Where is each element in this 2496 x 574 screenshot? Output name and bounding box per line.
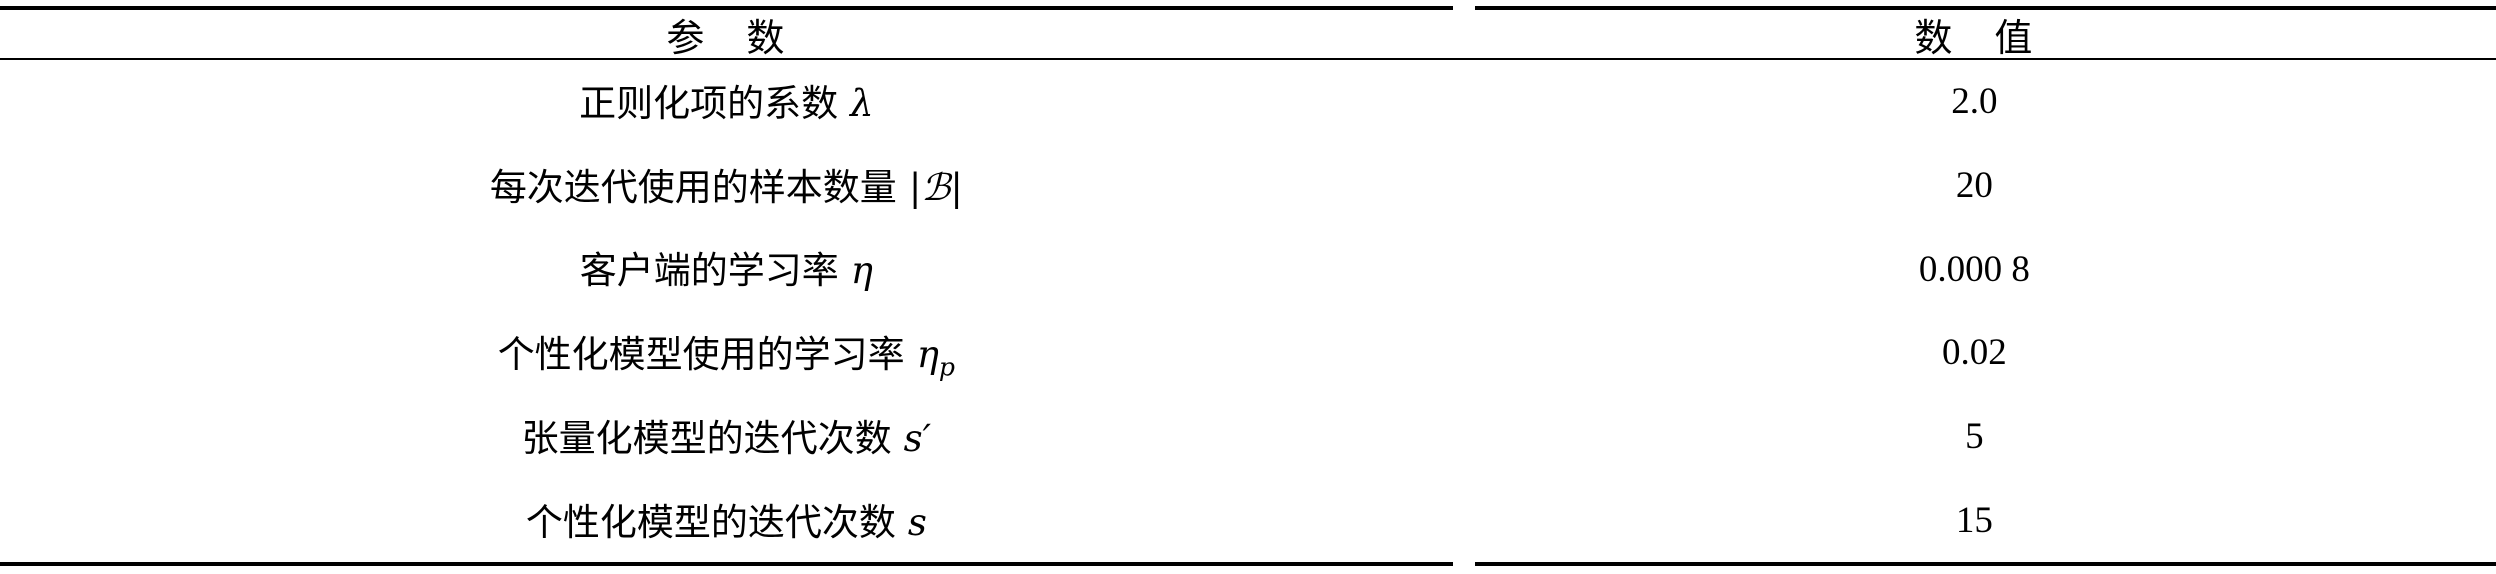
header-cell-parameter: 参 数	[0, 7, 1453, 62]
param-symbol-subscript: p	[938, 352, 955, 382]
header-rule-segment	[0, 58, 2496, 60]
param-cell: 客户端的学习率 η	[0, 240, 1453, 297]
param-label: 张量化模型的迭代次数	[521, 418, 892, 460]
param-label: 个性化模型的迭代次数	[525, 502, 896, 544]
param-cell: 个性化模型使用的学习率 ηp	[0, 324, 1453, 381]
table-bottom-rule	[0, 562, 2496, 566]
value-cell: 0.02	[1453, 331, 2496, 374]
table-row: 客户端的学习率 η 0.000 8	[0, 227, 2496, 311]
param-symbol: λ	[850, 82, 874, 126]
param-cell: 个性化模型的迭代次数 s	[0, 492, 1453, 549]
param-value: 20	[1955, 165, 1993, 206]
param-symbol: |ℬ|	[908, 165, 963, 209]
header-label-value: 数 值	[1914, 17, 2035, 60]
param-value: 0.000 8	[1918, 248, 2030, 290]
table-top-rule	[0, 6, 2496, 10]
table-row: 个性化模型的迭代次数 s 15	[0, 478, 2496, 562]
param-label: 每次迭代使用的样本数量	[489, 167, 897, 209]
bottom-margin	[0, 566, 2496, 574]
value-cell: 2.0	[1453, 80, 2496, 123]
table-header-row: 参 数 数 值	[0, 10, 2496, 60]
param-symbol: η	[916, 333, 939, 377]
top-rule-right-segment	[1474, 6, 2496, 10]
bottom-rule-right-segment	[1474, 562, 2496, 566]
param-label: 正则化项的系数	[579, 84, 839, 126]
param-value: 5	[1965, 416, 1984, 458]
param-symbol: η	[850, 249, 873, 293]
value-cell: 5	[1453, 415, 2496, 458]
top-rule-left-segment	[0, 6, 1453, 10]
param-label: 个性化模型使用的学习率	[497, 335, 905, 377]
value-cell: 20	[1453, 164, 2496, 207]
header-cell-value: 数 值	[1453, 7, 2496, 62]
param-symbol: s′	[903, 416, 932, 460]
table-header-rule	[0, 58, 2496, 60]
table-row: 个性化模型使用的学习率 ηp 0.02	[0, 311, 2496, 395]
param-label: 客户端的学习率	[579, 251, 839, 293]
table-body: 正则化项的系数 λ 2.0 每次迭代使用的样本数量 |ℬ| 20 客户端的学习率 η	[0, 60, 2496, 562]
param-cell: 每次迭代使用的样本数量 |ℬ|	[0, 157, 1453, 214]
table-row: 正则化项的系数 λ 2.0	[0, 60, 2496, 144]
table-row: 张量化模型的迭代次数 s′ 5	[0, 395, 2496, 479]
param-value: 2.0	[1951, 81, 1998, 123]
param-symbol: s	[907, 500, 927, 544]
param-value: 0.02	[1941, 332, 2007, 374]
value-cell: 15	[1453, 499, 2496, 542]
bottom-rule-left-segment	[0, 562, 1453, 566]
param-cell: 张量化模型的迭代次数 s′	[0, 408, 1453, 465]
param-cell: 正则化项的系数 λ	[0, 73, 1453, 130]
value-cell: 0.000 8	[1453, 248, 2496, 291]
param-value: 15	[1955, 499, 1993, 541]
header-label-parameter: 参 数	[666, 17, 787, 60]
table-row: 每次迭代使用的样本数量 |ℬ| 20	[0, 144, 2496, 228]
